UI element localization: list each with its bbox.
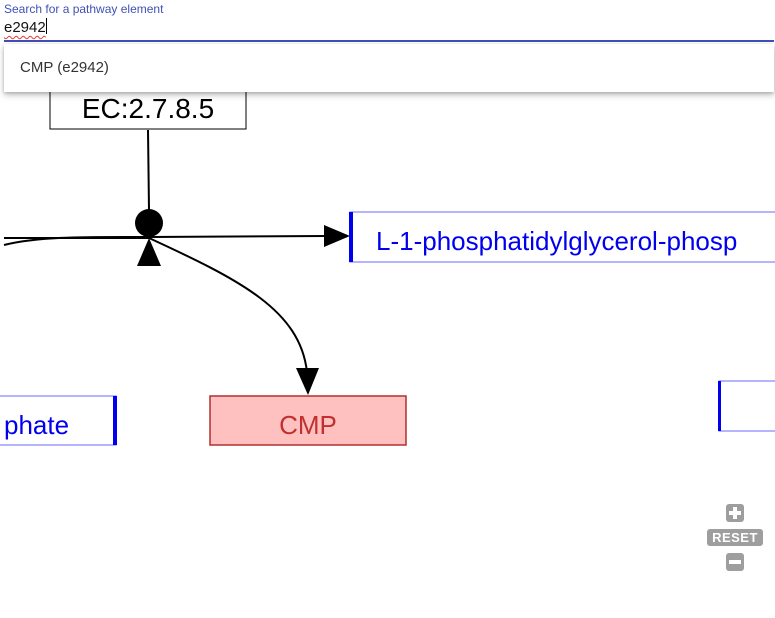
search-field[interactable]: Search for a pathway element e2942: [4, 0, 774, 44]
edge-reaction-to-product: [148, 235, 328, 238]
zoom-reset-button[interactable]: RESET: [707, 529, 763, 546]
zoom-in-icon[interactable]: [726, 504, 744, 522]
arrowhead-cmp: [296, 368, 319, 395]
enzyme-node[interactable]: EC:2.7.8.5: [49, 85, 247, 130]
zoom-out-icon[interactable]: [726, 553, 744, 571]
right-metabolite-node[interactable]: [718, 380, 775, 432]
search-input-value: e2942: [4, 19, 46, 36]
reaction-node-triangle: [137, 238, 161, 266]
reaction-node-circle[interactable]: [135, 209, 163, 237]
text-cursor: [45, 18, 47, 34]
product-metabolite-node[interactable]: L-1-phosphatidylglycerol-phosp: [349, 211, 775, 263]
suggestion-item[interactable]: CMP (e2942): [20, 59, 109, 76]
search-label: Search for a pathway element: [4, 2, 164, 16]
edge-enzyme-to-reaction: [147, 129, 150, 211]
reaction-edges: [3, 129, 328, 373]
arrowhead-product: [324, 225, 350, 247]
edge-reaction-to-cmp: [148, 237, 308, 373]
product-metabolite-label: L-1-phosphatidylglycerol-phosp: [376, 226, 737, 256]
autocomplete-dropdown: CMP (e2942): [4, 44, 774, 92]
cmp-metabolite-label: CMP: [279, 410, 337, 440]
left-metabolite-node[interactable]: phate: [0, 395, 117, 446]
cmp-metabolite-node[interactable]: CMP: [209, 395, 407, 446]
enzyme-node-label: EC:2.7.8.5: [82, 93, 214, 124]
left-metabolite-label: phate: [4, 410, 69, 440]
search-input[interactable]: e2942: [4, 18, 774, 42]
